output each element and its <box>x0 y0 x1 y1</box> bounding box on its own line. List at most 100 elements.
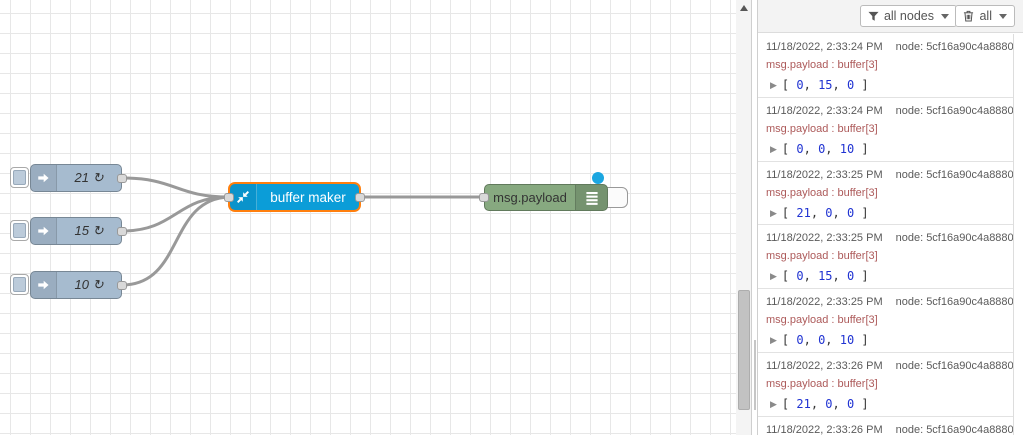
inject-button-face <box>13 170 26 185</box>
message-node-id: node: 5cf16a90c4a88803 <box>895 359 1014 372</box>
message-value-row[interactable]: ▶ [ 0, 0, 10 ] <box>766 333 1007 348</box>
message-value-row[interactable]: ▶ [ 21, 0, 0 ] <box>766 397 1007 412</box>
arrow-up-icon <box>739 4 748 11</box>
scroll-up-button[interactable] <box>736 0 751 15</box>
node-label: msg.payload <box>493 190 567 205</box>
node-label: 15 ↻ <box>74 223 104 238</box>
filter-nodes-dropdown[interactable]: all nodes <box>859 5 957 27</box>
arrow-right-icon <box>38 280 49 290</box>
flow-canvas[interactable]: 21 ↻ 15 ↻ 10 ↻ <box>0 0 736 435</box>
inject-button[interactable] <box>10 274 29 295</box>
message-timestamp: 11/18/2022, 2:33:24 PM <box>766 104 883 117</box>
message-property: msg.payload : buffer[3] <box>766 314 878 327</box>
message-value: [ 21, 0, 0 ] <box>781 205 869 220</box>
output-port[interactable] <box>117 280 127 290</box>
canvas-vertical-scrollbar <box>736 0 751 435</box>
message-timestamp: 11/18/2022, 2:33:24 PM <box>766 41 883 53</box>
message-node-id: node: 5cf16a90c4a88803 <box>895 232 1014 245</box>
debug-message: 11/18/2022, 2:33:25 PM node: 5cf16a90c4a8… <box>758 225 1013 290</box>
message-value-row[interactable]: ▶ [ 0, 15, 0 ] <box>766 269 1007 284</box>
message-property: msg.payload : buffer[3] <box>766 186 878 199</box>
node-label: buffer maker <box>270 189 346 205</box>
wire[interactable] <box>120 176 231 199</box>
inject-button-face <box>13 223 26 238</box>
chevron-down-icon <box>999 13 1007 19</box>
output-port[interactable] <box>117 226 127 236</box>
inject-icon-zone <box>31 218 57 244</box>
message-timestamp: 11/18/2022, 2:33:25 PM <box>766 168 883 181</box>
message-meta: 11/18/2022, 2:33:26 PM node: 5cf16a90c4a8… <box>766 359 1013 373</box>
debug-sidebar-header: all nodes all <box>758 0 1023 33</box>
expand-caret-icon[interactable]: ▶ <box>770 143 777 154</box>
message-value-row[interactable]: ▶ [ 21, 0, 0 ] <box>766 206 1007 221</box>
input-port[interactable] <box>224 192 234 202</box>
separator-grip <box>754 340 756 410</box>
inject-button-face <box>13 277 26 292</box>
input-port[interactable] <box>479 192 489 202</box>
message-property: msg.payload : buffer[3] <box>766 377 878 390</box>
expand-caret-icon[interactable]: ▶ <box>770 271 777 282</box>
message-property: msg.payload : buffer[3] <box>766 122 878 135</box>
arrow-right-icon <box>38 173 49 183</box>
message-node-id: node: 5cf16a90c4a88803 <box>895 168 1014 181</box>
buffer-icon-zone <box>230 184 257 210</box>
trash-icon <box>964 10 974 22</box>
inject-button[interactable] <box>10 167 29 188</box>
join-icon <box>236 190 250 204</box>
message-timestamp: 11/18/2022, 2:33:25 PM <box>766 296 883 309</box>
arrow-right-icon <box>38 226 49 236</box>
inject-button[interactable] <box>10 220 29 241</box>
sidebar-separator[interactable] <box>751 0 758 435</box>
debug-message: 11/18/2022, 2:33:26 PM node: 5cf16a90c4a8… <box>758 352 1013 417</box>
message-value: [ 0, 15, 0 ] <box>781 269 869 284</box>
debug-message-list: 11/18/2022, 2:33:24 PM node: 5cf16a90c4a8… <box>758 34 1014 435</box>
message-node-id: node: 5cf16a90c4a88803 <box>895 423 1014 435</box>
message-timestamp: 11/18/2022, 2:33:25 PM <box>766 232 883 245</box>
inject-node-15[interactable]: 15 ↻ <box>30 217 122 245</box>
message-value: [ 21, 0, 0 ] <box>781 396 869 411</box>
wires-layer <box>120 176 486 287</box>
scrollbar-thumb[interactable] <box>737 290 750 410</box>
message-meta: 11/18/2022, 2:33:25 PM node: 5cf16a90c4a8… <box>766 168 1013 182</box>
filter-icon <box>868 11 879 21</box>
output-port[interactable] <box>117 173 127 183</box>
clear-dropdown-label: all <box>979 9 992 23</box>
node-label: 21 ↻ <box>74 170 104 185</box>
clear-messages-dropdown[interactable]: all <box>955 5 1015 27</box>
debug-message: 11/18/2022, 2:33:25 PM node: 5cf16a90c4a8… <box>758 161 1013 226</box>
debug-sidebar: all nodes all 11/18/2022, 2:33:24 PM node… <box>758 0 1023 435</box>
expand-caret-icon[interactable]: ▶ <box>770 80 777 90</box>
chevron-down-icon <box>941 13 949 19</box>
inject-node-10[interactable]: 10 ↻ <box>30 271 122 299</box>
expand-caret-icon[interactable]: ▶ <box>770 207 777 218</box>
message-property: msg.payload : buffer[3] <box>766 59 878 71</box>
message-meta: 11/18/2022, 2:33:25 PM node: 5cf16a90c4a8… <box>766 231 1013 245</box>
message-value: [ 0, 0, 10 ] <box>781 333 869 348</box>
buffer-maker-node[interactable]: buffer maker <box>228 182 361 212</box>
message-timestamp: 11/18/2022, 2:33:26 PM <box>766 359 883 372</box>
wire[interactable] <box>120 195 231 233</box>
node-label: 10 ↻ <box>74 277 104 292</box>
debug-icon-zone <box>575 185 607 210</box>
debug-node[interactable]: msg.payload <box>484 184 608 211</box>
wire[interactable] <box>120 195 231 287</box>
debug-list-icon <box>585 191 598 205</box>
message-value: [ 0, 15, 0 ] <box>781 78 869 92</box>
message-value-row[interactable]: ▶ [ 0, 15, 0 ] <box>766 78 1007 93</box>
expand-caret-icon[interactable]: ▶ <box>770 398 777 409</box>
message-property: msg.payload : buffer[3] <box>766 250 878 263</box>
expand-caret-icon[interactable]: ▶ <box>770 335 777 346</box>
message-value-row[interactable]: ▶ [ 0, 0, 10 ] <box>766 142 1007 157</box>
inject-node-21[interactable]: 21 ↻ <box>30 164 122 192</box>
inject-icon-zone <box>31 165 57 191</box>
changed-indicator-dot <box>592 172 604 184</box>
output-port[interactable] <box>355 192 365 202</box>
